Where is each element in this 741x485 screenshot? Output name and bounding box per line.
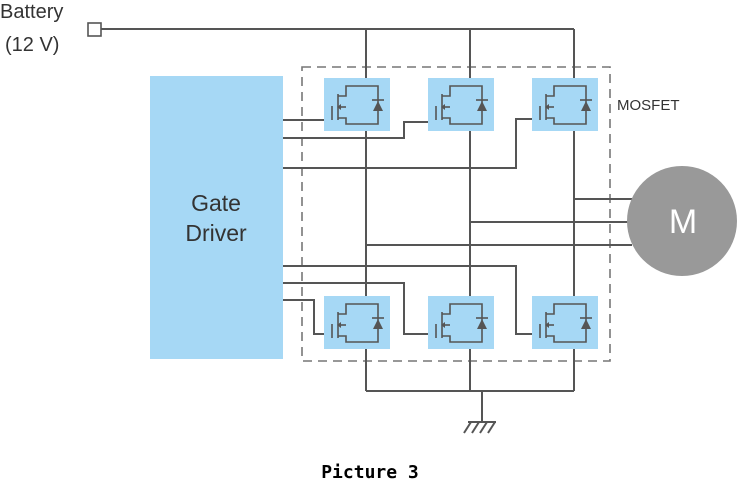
body-arrow xyxy=(337,104,341,110)
mosfet-icon xyxy=(428,78,494,131)
mosfet-enclosure xyxy=(301,66,611,362)
mosfet-icon xyxy=(532,78,598,131)
terminal-icon xyxy=(87,22,102,37)
ground-icon xyxy=(463,421,496,434)
gate-driver-label-1: Gate xyxy=(191,190,241,216)
mosfet-icon xyxy=(532,296,598,349)
figure-caption: Picture 3 xyxy=(321,462,419,483)
body-arrow xyxy=(337,322,341,328)
gate-driver-block xyxy=(150,76,283,359)
battery-voltage-label: (12 V) xyxy=(5,34,59,56)
motor-label: M xyxy=(669,203,697,241)
body-arrow xyxy=(441,104,445,110)
gate-driver-label-2: Driver xyxy=(185,220,247,246)
body-arrow xyxy=(441,322,445,328)
diode-triangle xyxy=(373,101,383,111)
diode-triangle xyxy=(373,319,383,329)
diode-triangle xyxy=(477,319,487,329)
body-arrow xyxy=(545,322,549,328)
mosfet-label: MOSFET xyxy=(617,97,680,114)
mosfet-icon xyxy=(428,296,494,349)
motor-icon xyxy=(627,166,737,276)
mosfet-icon xyxy=(324,296,390,349)
battery-label: Battery xyxy=(0,1,63,23)
diode-triangle xyxy=(581,319,591,329)
diode-triangle xyxy=(477,101,487,111)
mosfet-icon xyxy=(324,78,390,131)
diode-triangle xyxy=(581,101,591,111)
body-arrow xyxy=(545,104,549,110)
